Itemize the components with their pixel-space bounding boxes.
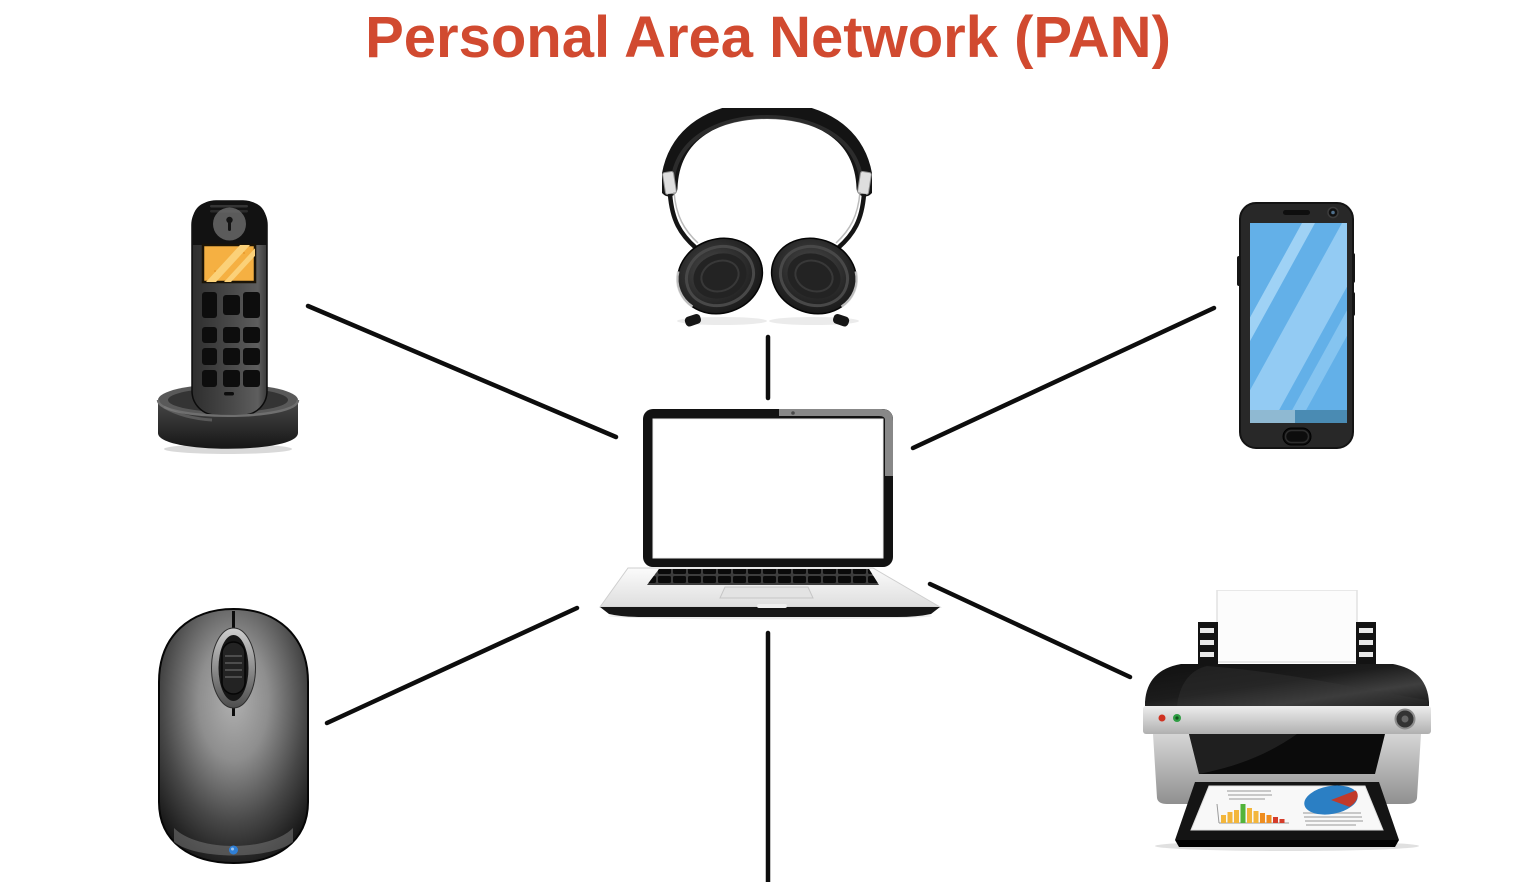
ear-cup-right [770, 237, 858, 327]
connection-laptop-cordless-phone [305, 303, 619, 440]
status-led-red [1158, 714, 1166, 722]
page-bar-chart [1216, 803, 1289, 824]
connection-laptop-mouse [324, 605, 580, 726]
connection-laptop-printer [927, 581, 1133, 680]
cordless-phone-icon [156, 200, 300, 454]
device-mouse [156, 606, 311, 871]
headphones-icon [660, 101, 874, 327]
phone-keypad [202, 292, 260, 387]
printer-icon [1143, 589, 1431, 851]
printed-page [1190, 785, 1384, 831]
laptop-icon [599, 409, 942, 620]
phone-handset [191, 200, 268, 416]
smartphone-icon [1237, 202, 1355, 449]
page-pie-chart [1304, 785, 1358, 815]
ear-cup-left [676, 237, 764, 327]
page-title: Personal Area Network (PAN) [365, 5, 1171, 70]
device-laptop [597, 404, 943, 625]
computer-mouse-icon [158, 607, 309, 865]
laptop-trackpad [719, 586, 814, 599]
home-button [1282, 427, 1312, 446]
device-cordless-phone [152, 193, 304, 460]
printer-lid [1145, 664, 1429, 706]
paper-input [1216, 589, 1358, 663]
phone-base [158, 400, 298, 449]
laptop-screen [652, 418, 884, 559]
device-headphones [660, 101, 874, 335]
band-adjuster-right [857, 170, 872, 195]
device-smartphone [1237, 200, 1356, 457]
scroll-wheel [221, 641, 246, 695]
device-printer [1137, 589, 1437, 857]
headband [660, 101, 874, 197]
laptop-base-edge [600, 607, 940, 617]
mouse-body [158, 607, 309, 865]
band-adjuster-left [662, 170, 677, 195]
connection-laptop-smartphone [910, 305, 1217, 451]
speaker-slot [1283, 210, 1310, 215]
printer-control-band [1143, 706, 1431, 734]
